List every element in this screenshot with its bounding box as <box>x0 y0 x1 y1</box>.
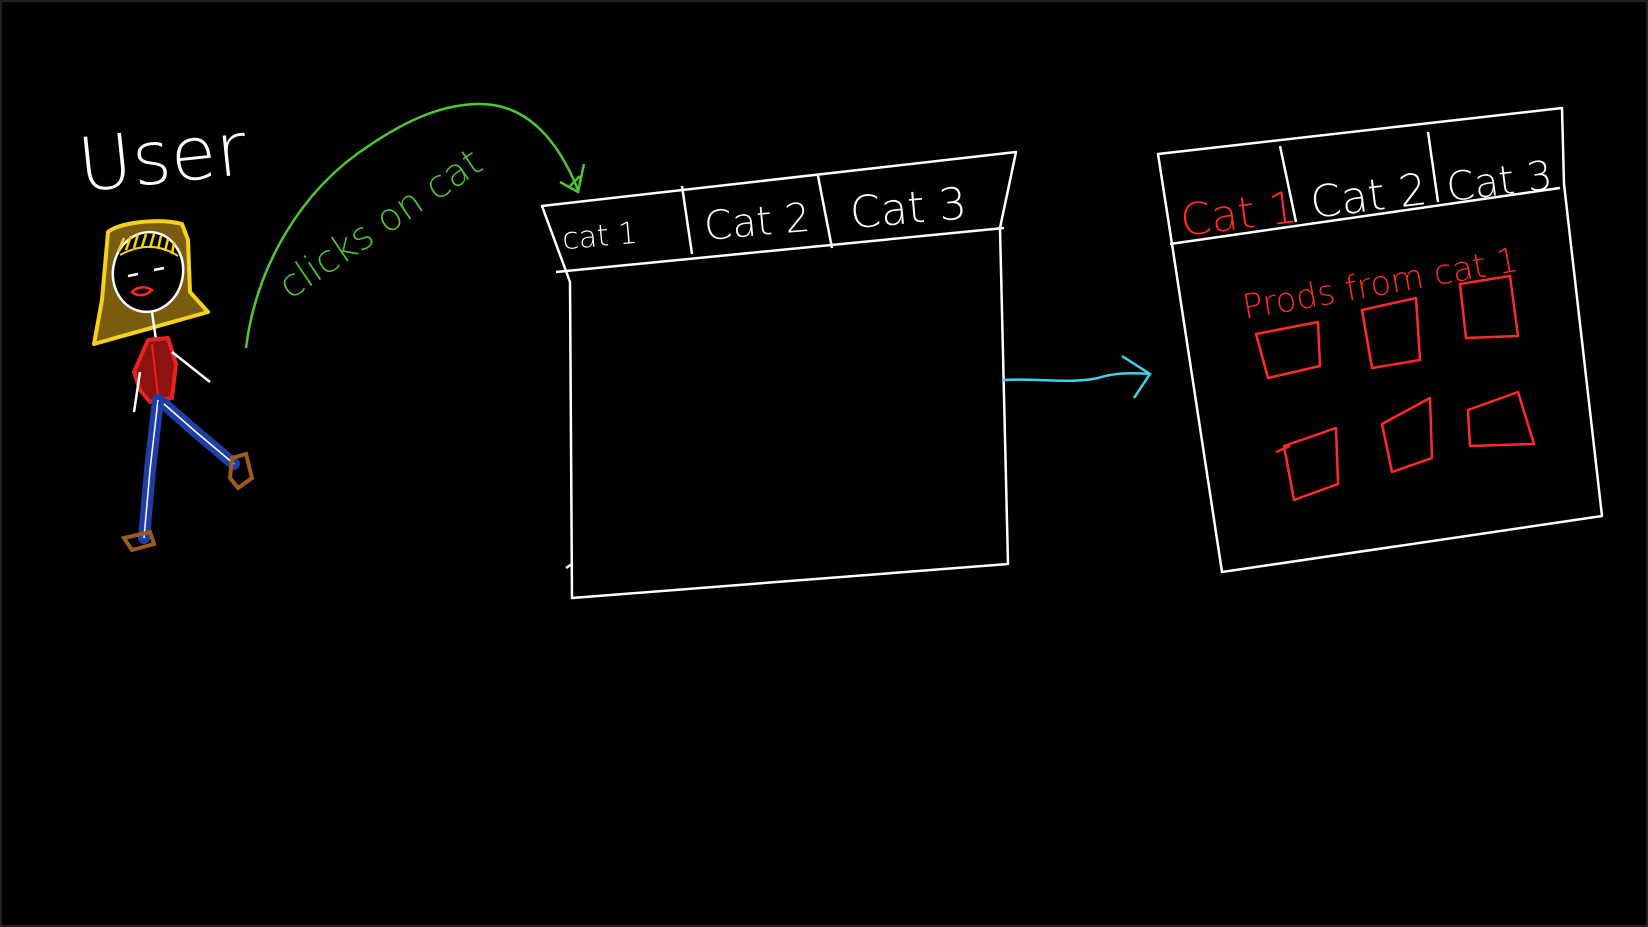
user-lips <box>130 286 154 297</box>
before-tab-bar-divider <box>555 226 1005 274</box>
user-arm-left <box>132 371 142 413</box>
user-bangs <box>116 233 176 255</box>
user-shoe-front <box>227 451 255 491</box>
transition-arrow <box>1001 354 1152 399</box>
before-tab-2[interactable]: Cat 2 <box>702 195 812 250</box>
product-tile[interactable] <box>1254 320 1322 380</box>
user-shoe-back <box>120 529 157 553</box>
product-tile[interactable] <box>1360 296 1422 370</box>
transition-arrow-head <box>1121 354 1152 399</box>
product-tile[interactable] <box>1466 390 1536 448</box>
user-figure: User <box>74 106 255 553</box>
before-tab-bar: cat 1 Cat 2 Cat 3 <box>561 178 969 257</box>
product-tile[interactable] <box>1380 396 1434 474</box>
transition-arrow-line <box>1001 371 1151 382</box>
user-eyes <box>127 266 165 278</box>
before-tab-1[interactable]: cat 1 <box>561 216 639 257</box>
user-label: User <box>74 106 251 209</box>
before-window-frame <box>540 150 1018 600</box>
product-grid <box>1254 274 1536 502</box>
before-click-window: cat 1 Cat 2 Cat 3 <box>540 150 1018 600</box>
product-tile[interactable] <box>1282 426 1340 502</box>
user-head <box>92 219 210 346</box>
action-arrow-head <box>559 163 586 194</box>
action-arrow-curve <box>244 102 580 349</box>
user-arm-right <box>171 351 211 383</box>
before-tab-3[interactable]: Cat 3 <box>848 178 969 239</box>
product-tile[interactable] <box>1458 274 1520 340</box>
after-tab-bar-divider <box>1169 186 1561 246</box>
